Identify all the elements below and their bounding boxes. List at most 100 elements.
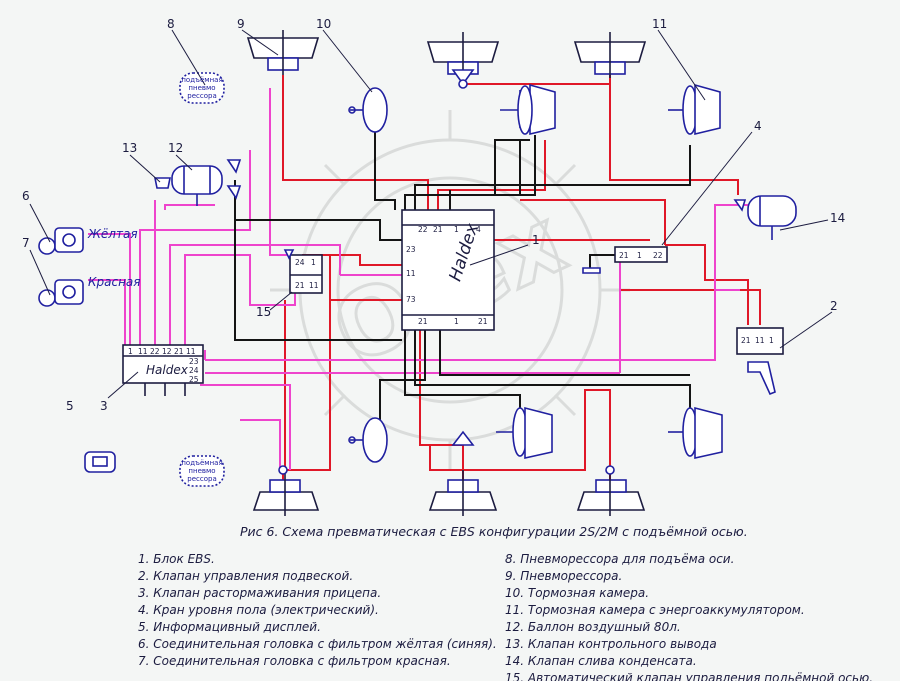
legend-item: 1. Блок EBS.	[138, 552, 215, 566]
info-display	[84, 451, 116, 473]
callout-9: 9	[237, 17, 245, 31]
air-tank-right	[733, 195, 797, 240]
callout-2: 2	[830, 299, 838, 313]
port-numbers: 22 21 1 4 23 11 73 21 1 21 1 11 22 12 21…	[128, 225, 774, 384]
callout-1: 1	[532, 233, 540, 247]
legend-item: 12. Баллон воздушный 80л.	[505, 620, 681, 634]
legend-item: 15. Автоматический клапан управления под…	[505, 671, 874, 681]
legend-item: 4. Кран уровня пола (электрический).	[138, 603, 379, 617]
valve3-port: 1	[128, 347, 133, 356]
legend-item: 3. Клапан растормаживания прицепа.	[138, 586, 382, 600]
ebs-port: 21	[418, 317, 428, 326]
suspension-control-valve	[736, 327, 784, 396]
spring-brake-chamber-bottom-right	[668, 406, 723, 459]
spring-brake-chamber-top-right	[668, 83, 721, 136]
valve15-port: 11	[309, 281, 319, 290]
callout-12: 12	[168, 141, 183, 155]
spring-brake-chamber-bottom-left	[496, 406, 553, 459]
ebs-port: 22	[418, 225, 428, 234]
callout-7: 7	[22, 236, 30, 250]
fitting-icon	[458, 79, 468, 89]
ebs-port: 11	[406, 269, 416, 278]
ebs-unit	[401, 209, 495, 331]
valve4-port: 22	[653, 251, 663, 260]
spring-brake-chamber-top-left	[500, 83, 556, 136]
legend-item: 14. Клапан слива конденсата.	[505, 654, 697, 668]
lift-bellows-bottom-line2: пневмо	[188, 467, 215, 475]
legend-item: 8. Пневморессора для подъёма оси.	[505, 552, 735, 566]
legend-item: 9. Пневморессора.	[505, 569, 623, 583]
pneumatic-diagram: Ofex	[22, 17, 845, 516]
valve3-port: 23	[189, 357, 199, 366]
fitting-icon	[278, 465, 288, 475]
valve4-port: 21	[619, 251, 629, 260]
lift-bellows-bottom-line1: подъёмная	[181, 459, 222, 467]
lift-bellows-bottom-line3: рессора	[187, 475, 216, 483]
air-spring-bottom-left	[252, 470, 320, 516]
callout-13: 13	[122, 141, 137, 155]
air-tank-80l	[171, 159, 242, 206]
legend-item: 6. Соединительная головка с фильтром жёл…	[138, 637, 497, 651]
valve3-port: 12	[162, 347, 172, 356]
legend-item: 7. Соединительная головка с фильтром кра…	[138, 654, 451, 668]
figure-caption: Рис 6. Схема превматическая с EBS конфиг…	[240, 524, 748, 539]
legend-item: 11. Тормозная камера с энергоаккумулятор…	[505, 603, 805, 617]
lift-axle-valve	[283, 249, 323, 294]
valve3-port: 11	[138, 347, 148, 356]
lift-bellows-top-line2: пневмо	[188, 84, 215, 92]
lift-bellows-bottom	[179, 455, 225, 487]
coupling-head-yellow	[38, 227, 84, 255]
ebs-port: 73	[406, 295, 416, 304]
valve3-port: 24	[189, 366, 199, 375]
label-red: Красная	[88, 275, 141, 289]
brake-chamber-bottom	[348, 417, 388, 463]
ebs-port: 1	[454, 225, 459, 234]
trailer-release-valve	[122, 344, 204, 396]
pink-lines	[88, 88, 748, 470]
ebs-port: 23	[406, 245, 416, 254]
callout-3: 3	[100, 399, 108, 413]
valve3-port: 25	[189, 375, 199, 384]
valve4-port: 1	[637, 251, 642, 260]
legend-item: 2. Клапан управления подвеской.	[138, 569, 354, 583]
lift-bellows-top-line3: рессора	[187, 92, 216, 100]
ebs-port: 1	[454, 317, 459, 326]
callout-5: 5	[66, 399, 74, 413]
coupling-head-red	[38, 279, 84, 307]
callout-10: 10	[316, 17, 331, 31]
fitting-icon	[605, 465, 615, 475]
callout-6: 6	[22, 189, 30, 203]
valve2-port: 21	[741, 336, 751, 345]
air-spring-bottom-mid	[428, 470, 498, 516]
air-spring-bottom-right	[576, 470, 646, 516]
callout-11: 11	[652, 17, 667, 31]
valve2-port: 1	[769, 336, 774, 345]
valve3-port: 21	[174, 347, 184, 356]
callout-8: 8	[167, 17, 175, 31]
label-yellow: Жёлтая	[87, 227, 138, 241]
valve15-port: 1	[311, 258, 316, 267]
air-spring-top-right	[573, 32, 647, 78]
brake-chamber-top	[348, 87, 388, 133]
red-lines	[282, 75, 761, 490]
callout-numbers: 1 2 3 4 5 6 7 8 9 10 11 12 13 14 15	[22, 17, 845, 413]
lift-bellows-top-line1: подъёмная	[181, 76, 222, 84]
valve3-port: 11	[186, 347, 196, 356]
components	[38, 30, 797, 516]
legend-right: 8. Пневморессора для подъёма оси. 9. Пне…	[505, 551, 873, 681]
callout-4: 4	[754, 119, 762, 133]
valve15-port: 21	[295, 281, 305, 290]
leader-lines	[29, 29, 833, 399]
legend-item: 13. Клапан контрольного вывода	[505, 637, 717, 651]
ebs-port: 21	[478, 317, 488, 326]
legend-item: 10. Тормозная камера.	[505, 586, 650, 600]
legend-left: 1. Блок EBS. 2. Клапан управления подвес…	[138, 551, 497, 670]
valve2-port: 11	[755, 336, 765, 345]
air-spring-top-left	[246, 30, 320, 75]
ebs-port: 21	[433, 225, 443, 234]
floor-level-valve	[582, 246, 668, 274]
callout-15: 15	[256, 305, 271, 319]
legend-item: 5. Информацивный дисплей.	[138, 620, 321, 634]
ebs-port: 4	[476, 225, 481, 234]
